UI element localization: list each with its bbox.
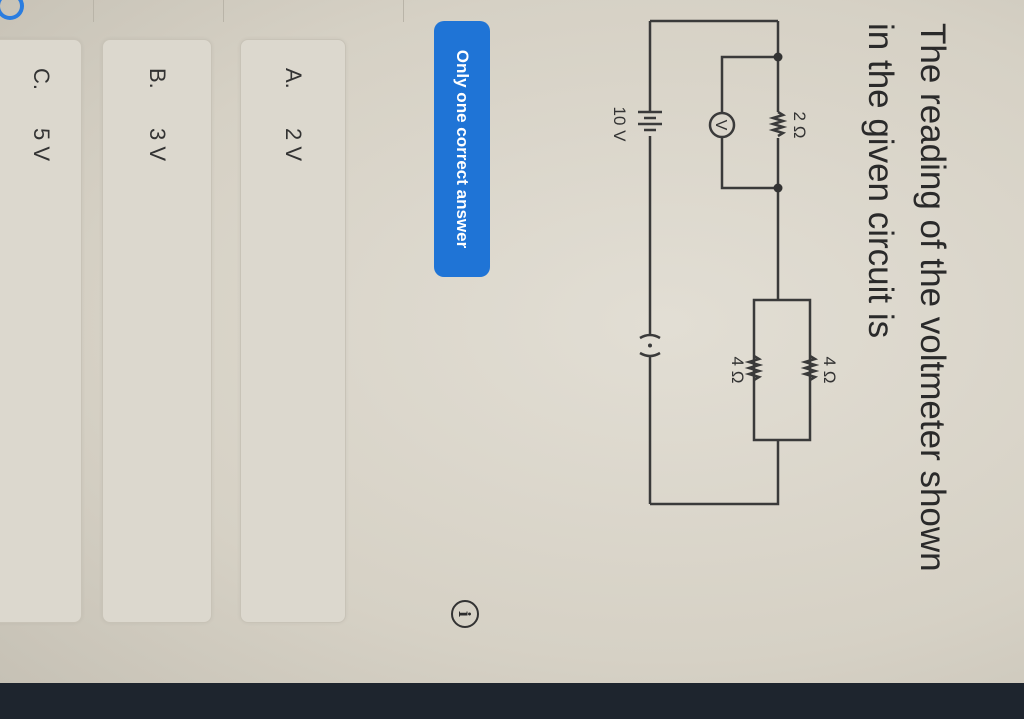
key-dot xyxy=(648,343,652,348)
bottom-bar xyxy=(0,683,1024,719)
option-b[interactable]: B. 3 V xyxy=(102,39,212,623)
option-value: 5 V xyxy=(29,128,54,162)
divider xyxy=(93,0,94,22)
resistor-4ohm-top-label: 4 Ω xyxy=(820,357,839,384)
option-c[interactable]: C. 5 V xyxy=(0,39,82,623)
option-a[interactable]: A. 2 V xyxy=(240,39,346,623)
parallel-box xyxy=(752,298,812,442)
option-value: 2 V xyxy=(281,128,306,162)
info-icon[interactable]: i xyxy=(451,600,479,628)
voltmeter-label: V xyxy=(712,120,729,131)
loading-icon xyxy=(0,0,24,20)
resistor-4ohm-bottom-label: 4 Ω xyxy=(728,357,747,384)
key-icon xyxy=(639,333,661,358)
resistor-4ohm-top xyxy=(800,354,820,382)
battery-icon xyxy=(638,110,662,132)
resistor-2ohm-label: 2 Ω xyxy=(790,112,809,139)
question-line-2: in the given circuit is xyxy=(861,23,900,339)
junction-dot xyxy=(773,183,783,193)
option-value: 3 V xyxy=(145,128,170,162)
resistor-2ohm xyxy=(768,110,788,138)
answer-type-badge: Only one correct answer xyxy=(434,21,490,277)
battery-label: 10 V xyxy=(610,107,629,143)
divider xyxy=(223,0,224,22)
option-letter: B. xyxy=(145,68,170,89)
question-line-1: The reading of the voltmeter shown xyxy=(913,23,952,572)
junction-dot xyxy=(773,52,783,62)
circuit-diagram: V 2 Ω 4 Ω 4 Ω 10 V xyxy=(610,19,839,506)
voltmeter-icon xyxy=(708,111,736,139)
question-text: The reading of the voltmeter shown in th… xyxy=(854,23,958,663)
option-letter: A. xyxy=(281,68,306,89)
divider xyxy=(403,0,404,22)
option-letter: C. xyxy=(29,68,54,90)
wire-right xyxy=(650,440,780,506)
voltmeter-branch xyxy=(720,55,778,190)
resistor-4ohm-bottom xyxy=(744,354,764,382)
